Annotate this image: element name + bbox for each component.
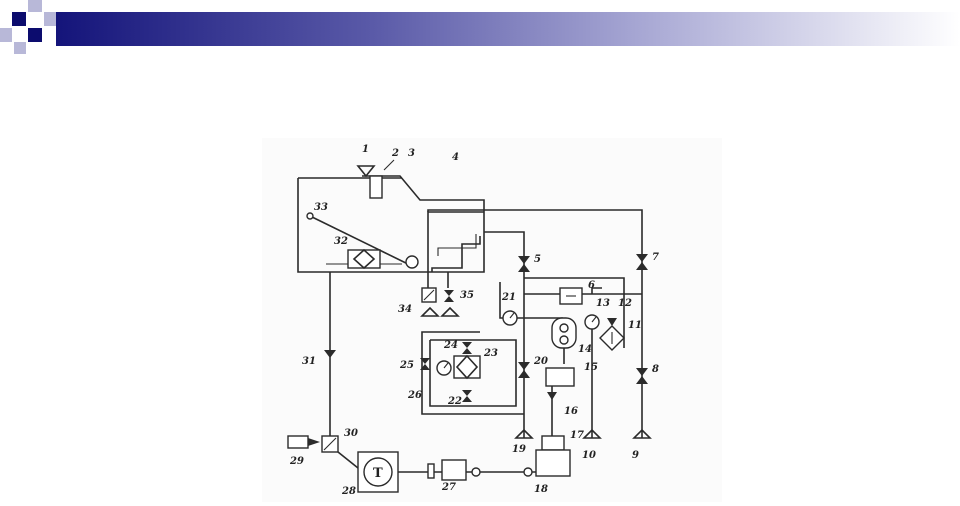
decor-square (28, 0, 42, 12)
label-18: 18 (534, 484, 548, 495)
label-30: 30 (344, 428, 358, 439)
breather-vent (383, 159, 395, 171)
label-7: 7 (652, 252, 659, 263)
label-27: 27 (441, 482, 456, 493)
loop-outer (421, 331, 524, 415)
label-26: 26 (407, 390, 422, 401)
valve-25 (420, 358, 430, 370)
bypass-line (524, 277, 625, 348)
label-35: 35 (460, 290, 474, 301)
label-16: 16 (564, 406, 578, 417)
valve-20 (518, 362, 530, 378)
tank-filter-32 (347, 249, 381, 269)
decor-square (0, 28, 12, 42)
label-20: 20 (533, 356, 548, 367)
label-29: 29 (289, 456, 304, 467)
drain-35 (440, 306, 460, 317)
label-19: 19 (512, 444, 526, 455)
label-28: 28 (341, 486, 356, 497)
header-gradient-bar (56, 12, 960, 46)
label-22: 22 (447, 396, 462, 407)
filler-cap (356, 165, 376, 178)
breather (369, 175, 383, 199)
label-17: 17 (570, 430, 584, 441)
label-23: 23 (483, 348, 498, 359)
decor-square (12, 12, 26, 26)
check-12 (607, 318, 617, 326)
decor-square (14, 42, 26, 54)
label-33: 33 (314, 202, 328, 213)
cooler-port (559, 323, 569, 333)
coupling-2 (471, 467, 481, 477)
label-9: 9 (632, 450, 639, 461)
drain-9 (632, 428, 652, 439)
line-to-turbine (337, 451, 359, 469)
valve-7 (636, 254, 648, 270)
decor-square (28, 28, 42, 42)
coupling (427, 463, 435, 479)
float (405, 255, 419, 269)
label-34: 34 (398, 304, 412, 315)
label-1: 1 (362, 144, 369, 155)
valve-5 (518, 256, 530, 272)
tank-outline (297, 175, 485, 273)
label-10: 10 (582, 450, 596, 461)
gauge-26-needle (443, 362, 449, 369)
valve-8 (636, 368, 648, 384)
check-31 (324, 350, 336, 358)
cooler-port-2 (559, 335, 569, 345)
label-11: 11 (628, 320, 642, 331)
filter-diamond (352, 248, 376, 270)
valve-35 (444, 290, 454, 302)
label-group: 1 2 3 4 5 6 7 8 9 10 11 12 13 14 15 16 1… (289, 144, 659, 497)
label-21: 21 (501, 292, 516, 303)
device-30-mark (323, 437, 337, 451)
right-top (591, 287, 602, 294)
loop-inner (429, 339, 517, 407)
check-16 (547, 392, 557, 400)
slide-header (0, 0, 960, 56)
label-4: 4 (452, 152, 459, 163)
filter-23-diamond (455, 354, 479, 380)
gauge-21-needle (509, 312, 515, 319)
drain-10 (582, 428, 602, 439)
label-24: 24 (443, 340, 458, 351)
gauge-13-needle (591, 316, 597, 323)
device-29-arrow (308, 438, 320, 446)
oil-system-schematic: T 1 2 3 4 5 6 7 8 9 10 11 12 13 14 15 16… (262, 138, 722, 502)
turbine-symbol: T (373, 466, 383, 481)
label-5: 5 (534, 254, 541, 265)
device-29 (287, 435, 309, 449)
device-34-mark (423, 289, 435, 301)
gearbox-27 (441, 459, 467, 481)
coupling-3 (523, 467, 533, 477)
label-2: 2 (391, 148, 399, 159)
pump-17 (541, 435, 565, 451)
regulator-15 (545, 367, 575, 387)
sight-rod (437, 234, 477, 256)
label-25: 25 (399, 360, 414, 371)
valve-24 (462, 342, 472, 354)
label-15: 15 (584, 362, 598, 373)
label-31: 31 (302, 356, 316, 367)
valve-22 (462, 390, 472, 402)
sensor-33 (306, 212, 314, 220)
unit-18 (535, 449, 571, 477)
schematic-svg: T 1 2 3 4 5 6 7 8 9 10 11 12 13 14 15 16… (262, 138, 722, 502)
supply-header (427, 209, 643, 438)
label-13: 13 (596, 298, 610, 309)
label-12: 12 (618, 298, 632, 309)
label-14: 14 (578, 344, 592, 355)
turbine-symbol-circle (363, 457, 393, 487)
return-line-2 (431, 236, 481, 272)
drain-34 (420, 306, 440, 317)
label-8: 8 (652, 364, 659, 375)
label-6: 6 (588, 280, 595, 291)
label-3: 3 (408, 148, 415, 159)
drain-19 (514, 428, 534, 439)
decor-square (44, 12, 56, 26)
level-plate (309, 215, 413, 267)
label-32: 32 (334, 236, 348, 247)
